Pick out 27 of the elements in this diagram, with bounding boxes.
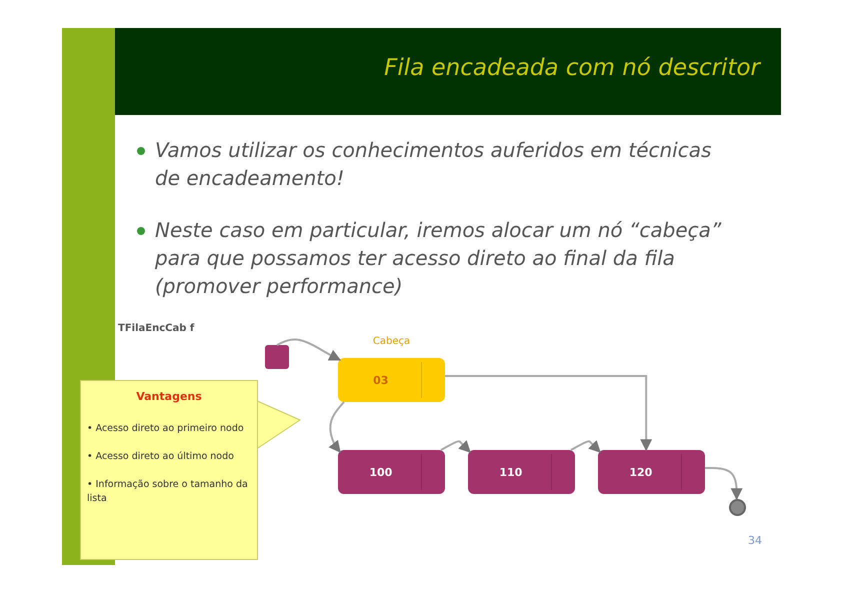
null-circle bbox=[729, 499, 746, 516]
header-node bbox=[338, 358, 445, 402]
node-value: 120 bbox=[629, 466, 652, 478]
arrow bbox=[440, 440, 471, 453]
callout-heading: Vantagens bbox=[135, 389, 203, 405]
page-number: 34 bbox=[748, 533, 763, 548]
list-node bbox=[468, 450, 575, 494]
callout-item: • Informação sobre o tamanho da lista bbox=[87, 478, 249, 506]
arrow bbox=[276, 338, 342, 361]
node-value: 100 bbox=[369, 466, 392, 478]
bullet-text: Neste caso em particular, iremos alocar um nó “cabeça” para que possamos ter acesso direto ao final da fila (promover performance) bbox=[155, 217, 722, 300]
node-value: 03 bbox=[373, 374, 388, 386]
list-node bbox=[598, 450, 705, 494]
arrow bbox=[445, 375, 652, 452]
bullet-text: Vamos utilizar os conhecimentos auferidos em técnicas de encadeamento! bbox=[155, 137, 712, 192]
node-caption: Cabeça bbox=[372, 336, 412, 347]
arrow bbox=[705, 467, 743, 500]
arrow bbox=[328, 401, 345, 453]
variable-label: TFilaEncCab f bbox=[118, 322, 196, 336]
arrow bbox=[570, 440, 601, 453]
callout-box bbox=[80, 380, 258, 560]
list-node bbox=[338, 450, 445, 494]
callout-item: • Acesso direto ao último nodo bbox=[87, 450, 235, 464]
callout-item: • Acesso direto ao primeiro nodo bbox=[87, 422, 245, 436]
node-value: 110 bbox=[499, 466, 522, 478]
slide-title: Fila encadeada com nó descritor bbox=[383, 55, 760, 81]
pointer-box bbox=[265, 345, 289, 369]
